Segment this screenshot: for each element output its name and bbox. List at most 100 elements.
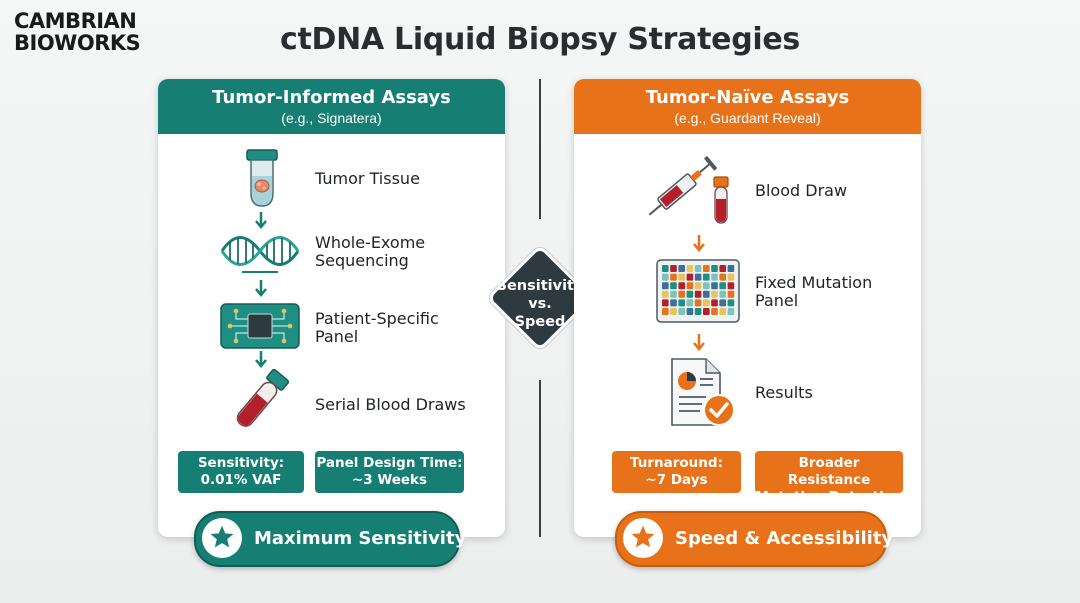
step-label: Blood Draw bbox=[755, 181, 848, 200]
grid-cell bbox=[719, 308, 726, 315]
stat-line-2: 0.01% VAF bbox=[200, 472, 282, 488]
grid-cell bbox=[694, 299, 702, 307]
panel-title: Tumor-Naïve Assays bbox=[645, 87, 850, 108]
step-label: Serial Blood Draws bbox=[315, 395, 466, 414]
grid-panel-icon bbox=[656, 259, 740, 328]
panel-subtitle: (e.g., Signatera) bbox=[281, 110, 382, 126]
step-label: Whole-Exome Sequencing bbox=[315, 234, 425, 270]
grid-cell bbox=[711, 265, 718, 272]
diamond-text: Sensitivity vs. Speed bbox=[489, 277, 591, 331]
grid-cell bbox=[670, 308, 677, 315]
panel-header: Tumor-Naïve Assays (e.g., Guardant Revea… bbox=[574, 79, 921, 134]
grid-cell bbox=[711, 290, 718, 298]
step-label: Patient-Specific Panel bbox=[315, 310, 439, 346]
grid-cell bbox=[719, 282, 726, 290]
step-label-line-2: Panel bbox=[315, 327, 359, 346]
grid-cell bbox=[694, 290, 702, 298]
grid-cell bbox=[703, 265, 710, 272]
maximum-sensitivity-badge: Maximum Sensitivity bbox=[194, 511, 466, 567]
grid-cell bbox=[727, 299, 735, 307]
page-title: ctDNA Liquid Biopsy Strategies bbox=[280, 22, 800, 57]
brand-line-1: CAMBRIAN bbox=[14, 9, 137, 33]
panel-title: Tumor-Informed Assays bbox=[212, 87, 451, 108]
star-icon bbox=[202, 518, 242, 558]
grid-cell bbox=[678, 299, 685, 307]
grid-cell bbox=[678, 282, 685, 290]
speed-accessibility-badge: Speed & Accessibility bbox=[615, 511, 893, 567]
step-label: Tumor Tissue bbox=[315, 169, 420, 188]
stat-line-1: Broader Resistance bbox=[787, 455, 871, 488]
stat-line-1: Turnaround: bbox=[630, 455, 723, 471]
grid-cell bbox=[670, 265, 677, 272]
grid-cell bbox=[727, 273, 735, 281]
grid-cell bbox=[719, 273, 726, 281]
stat-box: Panel Design Time: ~3 Weeks bbox=[315, 451, 464, 493]
grid-cell bbox=[686, 282, 694, 290]
grid-cell bbox=[678, 290, 685, 298]
grid-cell bbox=[694, 273, 702, 281]
report-check-icon bbox=[670, 357, 736, 434]
grid-cell bbox=[686, 290, 694, 298]
grid-cell bbox=[662, 265, 669, 272]
grid-cell bbox=[727, 308, 735, 315]
down-arrow-icon bbox=[254, 212, 268, 235]
grid-cell bbox=[670, 299, 677, 307]
down-arrow-icon bbox=[692, 235, 706, 258]
grid-cell bbox=[703, 273, 710, 281]
star-icon bbox=[623, 518, 663, 558]
step-label: Fixed Mutation Panel bbox=[755, 274, 872, 310]
badge-label: Speed & Accessibility bbox=[675, 528, 894, 549]
dna-helix-icon bbox=[220, 231, 300, 280]
grid-cell bbox=[670, 273, 677, 281]
stat-line-2: ~3 Weeks bbox=[351, 472, 428, 488]
grid-cell bbox=[703, 290, 710, 298]
stat-box: Broader Resistance Mutation Detection bbox=[755, 451, 903, 505]
stat-box: Turnaround: ~7 Days bbox=[612, 451, 741, 493]
grid-cell bbox=[727, 290, 735, 298]
grid-cell bbox=[662, 290, 669, 298]
grid-cell bbox=[711, 282, 718, 290]
grid-cell bbox=[711, 273, 718, 281]
diamond-line-2: vs. bbox=[528, 296, 552, 312]
grid-cell bbox=[711, 299, 718, 307]
step-label-line-1: Fixed Mutation bbox=[755, 273, 873, 292]
tumor-naive-panel: Tumor-Naïve Assays (e.g., Guardant Revea… bbox=[574, 79, 921, 537]
sensitivity-vs-speed-diamond: Sensitivity vs. Speed bbox=[489, 247, 591, 349]
grid-cell bbox=[694, 282, 702, 290]
step-label-line-1: Whole-Exome bbox=[315, 233, 426, 252]
panel-subtitle: (e.g., Guardant Reveal) bbox=[674, 110, 821, 126]
syringe-vial-icon bbox=[646, 147, 736, 232]
grid-cell bbox=[678, 265, 685, 272]
down-arrow-icon bbox=[692, 334, 706, 357]
grid-cell bbox=[719, 290, 726, 298]
grid-cell bbox=[662, 299, 669, 307]
grid-cell bbox=[686, 299, 694, 307]
stat-line-2: Mutation Detection bbox=[755, 489, 903, 505]
grid-cell bbox=[662, 273, 669, 281]
grid-cell bbox=[703, 308, 710, 315]
grid-cell bbox=[694, 308, 702, 315]
grid-cell bbox=[662, 308, 669, 315]
divider-bottom bbox=[539, 380, 541, 537]
step-label-line-2: Panel bbox=[755, 291, 799, 310]
grid-cell bbox=[719, 265, 726, 272]
down-arrow-icon bbox=[254, 280, 268, 303]
grid-cell bbox=[703, 282, 710, 290]
grid-cell bbox=[670, 290, 677, 298]
chip-panel-icon bbox=[220, 303, 300, 354]
grid-cell bbox=[727, 265, 735, 272]
down-arrow-icon bbox=[254, 351, 268, 374]
tumor-informed-panel: Tumor-Informed Assays (e.g., Signatera) … bbox=[158, 79, 505, 537]
grid-cell bbox=[719, 299, 726, 307]
grid-cell bbox=[686, 273, 694, 281]
step-label-line-2: Sequencing bbox=[315, 251, 409, 270]
diamond-line-1: Sensitivity bbox=[496, 278, 584, 294]
stat-line-2: ~7 Days bbox=[645, 472, 708, 488]
test-tube-tissue-icon bbox=[242, 149, 282, 214]
brand-logo: CAMBRIAN BIOWORKS bbox=[14, 9, 141, 54]
badge-label: Maximum Sensitivity bbox=[254, 528, 467, 549]
grid-cell bbox=[678, 273, 685, 281]
grid-cell bbox=[686, 308, 694, 315]
step-label-line-1: Patient-Specific bbox=[315, 309, 439, 328]
blood-vial-icon bbox=[226, 368, 292, 440]
